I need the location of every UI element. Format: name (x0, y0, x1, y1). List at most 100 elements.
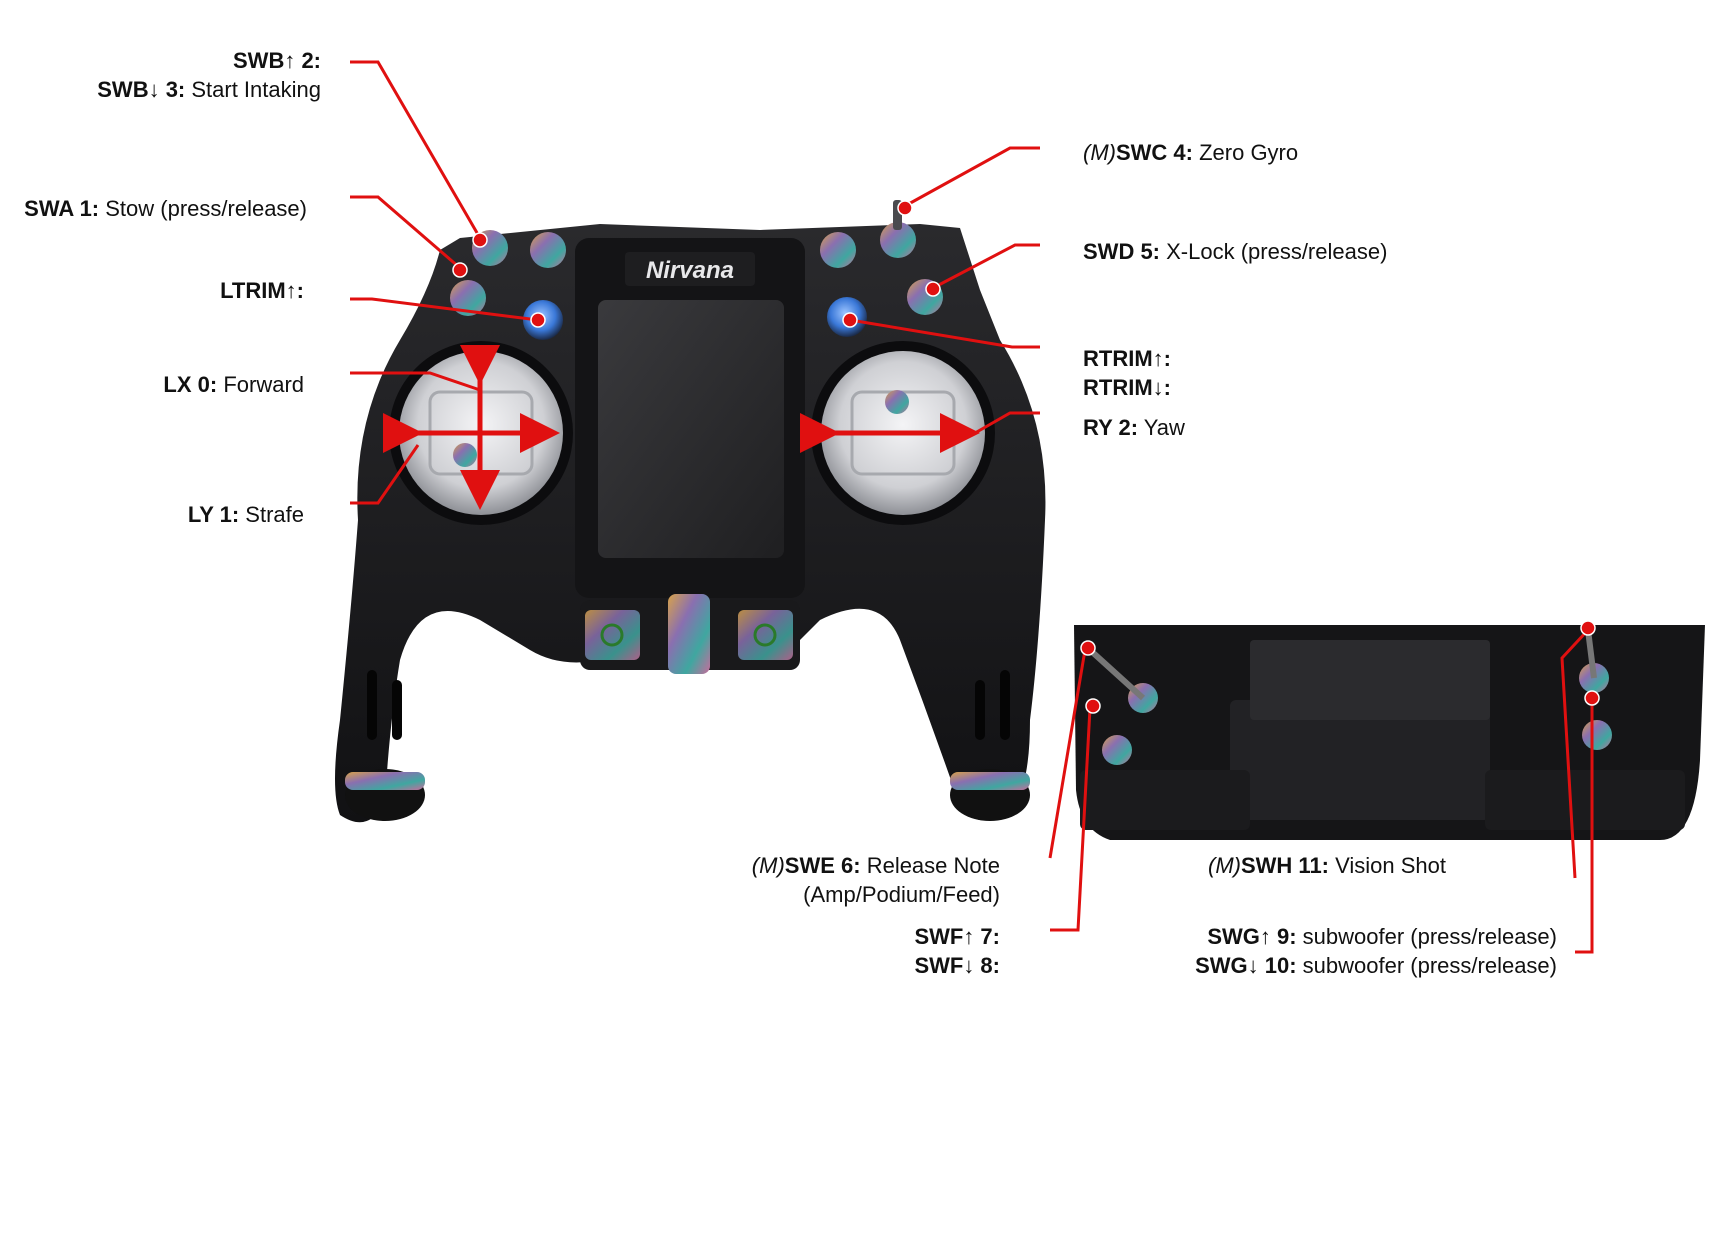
back-view-inner-panel (1250, 640, 1490, 720)
swd-label: SWD 5: X-Lock (press/release) (1083, 237, 1387, 266)
swg-switch (1582, 720, 1612, 750)
swg-dot (1584, 690, 1600, 706)
swf-label: SWF↑ 7: SWF↓ 8: (914, 922, 1000, 980)
rtrim-down-key: RTRIM↓: (1083, 375, 1171, 400)
left-stick (453, 443, 477, 467)
swc-switch (880, 222, 916, 258)
swc-leader (904, 146, 1040, 208)
left-power-button (585, 610, 640, 660)
swb-leader (350, 60, 482, 239)
swd-leader (932, 243, 1040, 290)
swd-dot (925, 281, 941, 297)
ltrim-key: LTRIM↑: (220, 278, 304, 303)
swc-value: Zero Gyro (1192, 140, 1299, 165)
controller-body (335, 224, 1046, 823)
brand-label: Nirvana (646, 257, 734, 284)
ly-leader (350, 444, 420, 505)
swe-mode-prefix: (M) (751, 853, 785, 878)
right-grip-slot (975, 680, 985, 740)
back-view-center-block (1230, 700, 1490, 820)
swe-lever (1087, 647, 1146, 701)
right-top-switch (820, 232, 856, 268)
lx-key: LX 0: (163, 372, 218, 397)
right-power-button (738, 610, 793, 660)
swh-dot (1580, 620, 1596, 636)
rtrim-leader (849, 318, 1040, 349)
swg-down-value: subwoofer (press/release) (1296, 953, 1557, 978)
swa-switch (450, 280, 486, 316)
left-grip-slot (392, 680, 402, 740)
swg-up-value: subwoofer (press/release) (1296, 924, 1557, 949)
swe-value: Release Note (860, 853, 1000, 878)
swa-label: SWA 1: Stow (press/release) (24, 194, 307, 223)
swg-up-key: SWG↑ 9: (1207, 924, 1297, 949)
ltrim-dot (530, 312, 546, 328)
top-switches (450, 200, 943, 340)
swh-value: Vision Shot (1329, 853, 1447, 878)
swh-lever (1585, 629, 1597, 679)
swb-up-key: SWB↑ 2: (233, 48, 321, 73)
swc-dot (897, 200, 913, 216)
swe-dot (1080, 640, 1096, 656)
leader-dots (452, 200, 1600, 714)
rtrim-up-key: RTRIM↑: (1083, 346, 1171, 371)
ly-label: LY 1: Strafe (188, 500, 304, 529)
rtrim-label: RTRIM↑: RTRIM↓: (1083, 344, 1171, 402)
swf-leader (1050, 707, 1092, 932)
lx-value: Forward (217, 372, 304, 397)
swc-label: (M)SWC 4: Zero Gyro (1083, 138, 1298, 167)
ltrim-label: LTRIM↑: (220, 276, 304, 305)
swg-label: SWG↑ 9: subwoofer (press/release) SWG↓ 1… (1195, 922, 1557, 980)
swb-down-value: Start Intaking (185, 77, 321, 102)
ltrim-leader (350, 297, 539, 322)
back-view-inset (1074, 625, 1705, 840)
back-view-left-foot (1080, 770, 1250, 830)
swe-label: (M)SWE 6: Release Note (Amp/Podium/Feed) (752, 851, 1000, 909)
axis-arrows (383, 345, 980, 510)
swa-key: SWA 1: (24, 196, 100, 221)
left-top-switch (530, 232, 566, 268)
ry-key: RY 2: (1083, 415, 1139, 440)
swe-key: SWE 6: (784, 853, 861, 878)
right-power-icon (753, 623, 777, 647)
back-view-right-foot (1485, 770, 1685, 830)
ry-leader (974, 411, 1040, 435)
swf-down-key: SWF↓ 8: (914, 953, 1000, 978)
lx-label: LX 0: Forward (163, 370, 304, 399)
right-handle-ring (950, 772, 1030, 790)
swh-key: SWH 11: (1240, 853, 1330, 878)
swd-value: X-Lock (press/release) (1160, 239, 1388, 264)
swa-leader (350, 195, 461, 270)
swf-switch (1102, 735, 1132, 765)
swa-value: Stow (press/release) (99, 196, 307, 221)
swb-down-key: SWB↓ 3: (97, 77, 186, 102)
left-power-icon (600, 623, 624, 647)
lx-leader (350, 371, 481, 392)
ry-label: RY 2: Yaw (1083, 413, 1185, 442)
screen (598, 300, 784, 558)
swd-key: SWD 5: (1083, 239, 1160, 264)
rtrim-dot (842, 312, 858, 328)
swg-leader (1575, 700, 1594, 954)
swe-leader (1048, 649, 1087, 859)
swc-key: SWC 4: (1115, 140, 1193, 165)
right-grip-slot (1000, 670, 1010, 740)
center-clip (668, 594, 710, 674)
swe-value-line2: (Amp/Podium/Feed) (803, 882, 1000, 907)
swb-label: SWB↑ 2: SWB↓ 3: Start Intaking (97, 46, 321, 104)
leader-lines (350, 60, 1594, 954)
swb-dot (472, 232, 488, 248)
left-handle-ring (345, 772, 425, 790)
ly-key: LY 1: (187, 502, 240, 527)
right-stick (885, 390, 909, 414)
ry-value: Yaw (1138, 415, 1185, 440)
swh-mode-prefix: (M) (1208, 853, 1241, 878)
swa-dot (452, 262, 468, 278)
swh-leader (1560, 628, 1590, 879)
swg-down-key: SWG↓ 10: (1195, 953, 1297, 978)
left-grip-slot (367, 670, 377, 740)
swh-label: (M)SWH 11: Vision Shot (1208, 851, 1446, 880)
ly-value: Strafe (239, 502, 304, 527)
